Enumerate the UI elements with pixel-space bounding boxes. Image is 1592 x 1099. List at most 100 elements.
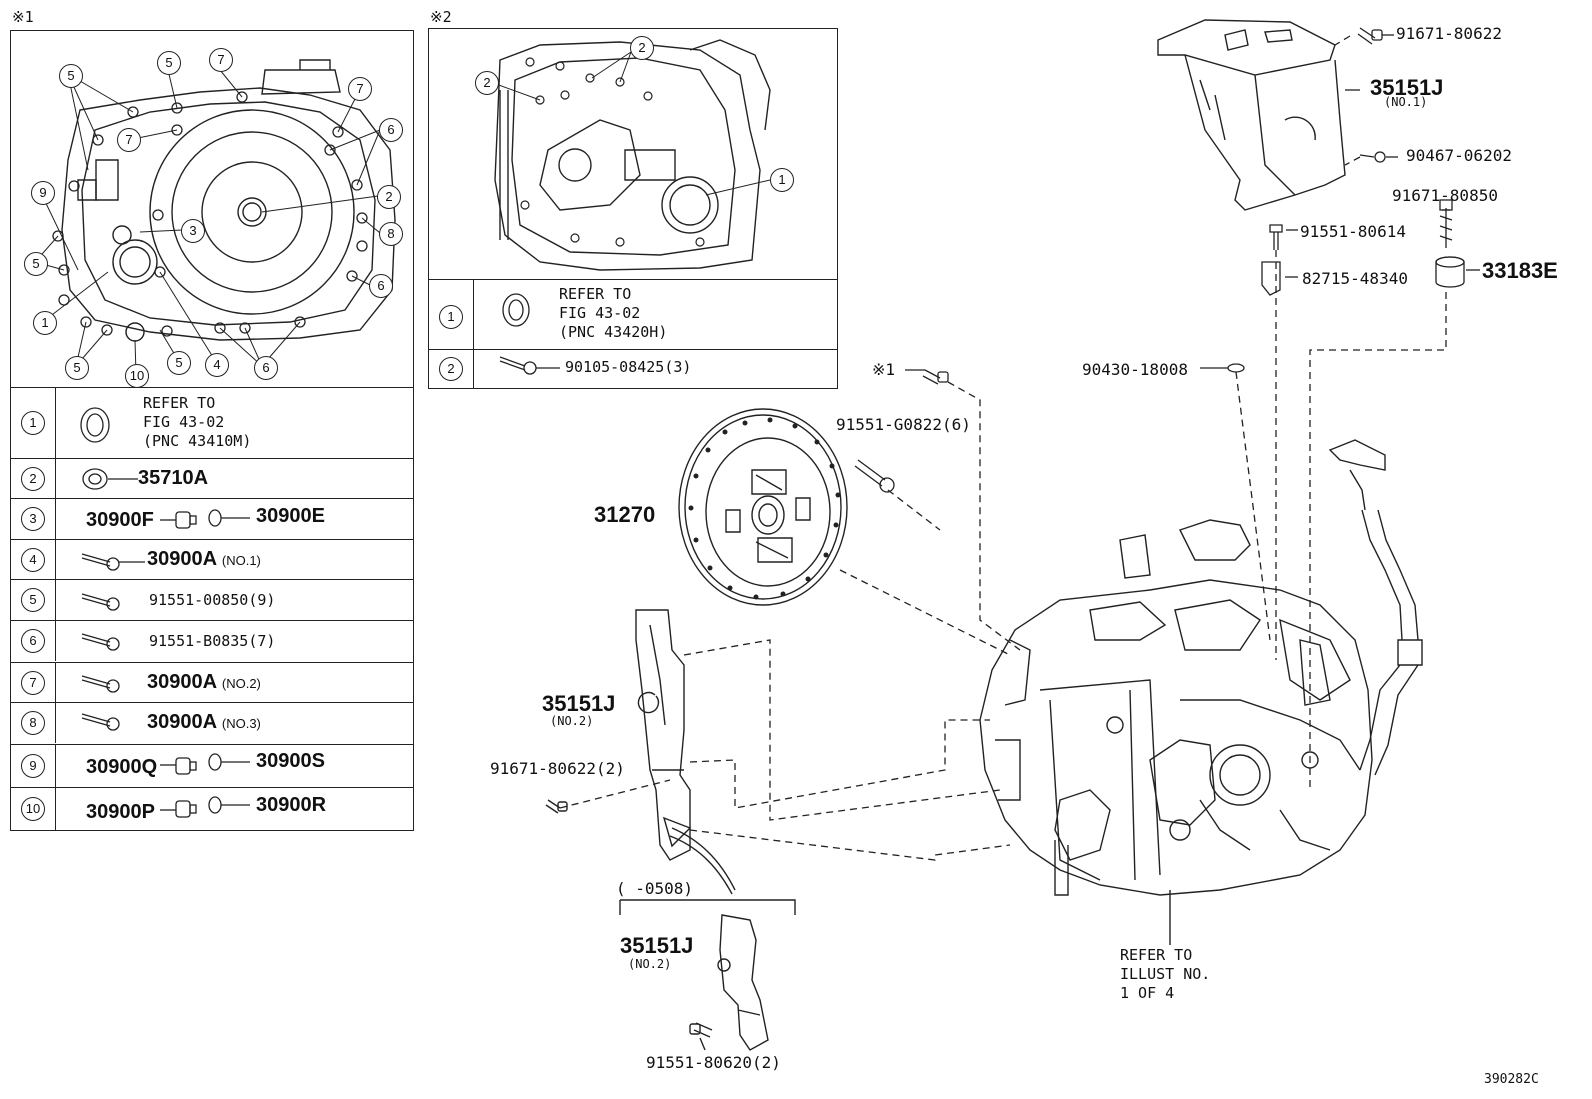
inset2-bolts: [520, 57, 705, 247]
inset1-frame: 5 5 7 7 7 6 2 9 3 8 5 6 1 5 10 5 4 6 1 R…: [10, 30, 414, 831]
inset1-row-9: 9 30900Q 30900S: [11, 744, 413, 787]
row-text: 30900A: [147, 548, 217, 570]
label-90467-06202: 90467-06202: [1406, 146, 1512, 165]
row-num: 2: [21, 467, 45, 491]
inset1-row-10: 10 30900P 30900R: [11, 787, 413, 830]
row-text: 90105-08425(3): [565, 358, 692, 376]
inset1-row-icons: [80, 407, 250, 818]
inset2-frame: 2 2 1 1 REFER TO FIG 43-02 (PNC 43420H) …: [428, 28, 838, 389]
inset1-row-6: 6 91551-B0835(7): [11, 620, 413, 661]
row-num: 10: [21, 797, 45, 821]
row-text-2: 30900E: [256, 505, 325, 527]
row-num: 7: [21, 671, 45, 695]
inset1-callout: 5: [65, 356, 89, 380]
row-num: 5: [21, 588, 45, 612]
disc-bolt: [854, 459, 895, 493]
label-no1: (NO.1): [1384, 95, 1428, 109]
inset1-callout: 5: [157, 51, 181, 75]
inset2-callout: 2: [475, 71, 499, 95]
row-num: 1: [21, 411, 45, 435]
row-text: REFER TO FIG 43-02 (PNC 43420H): [559, 285, 668, 341]
row-text: 30900F: [86, 509, 154, 531]
row-text-2: 30900S: [256, 750, 325, 772]
inset1-callout: 5: [24, 252, 48, 276]
label-91551-G0822: 91551-G0822(6): [836, 415, 971, 434]
inset1-callout: 7: [348, 77, 372, 101]
refer-illust-note: REFER TO ILLUST NO. 1 OF 4: [1120, 946, 1211, 1002]
inset1-callout: 1: [33, 311, 57, 335]
inset1-leader-lines: [34, 69, 381, 375]
label-82715-48340: 82715-48340: [1302, 269, 1408, 288]
label-91671-80850: 91671-80850: [1392, 186, 1498, 205]
row-num: 4: [21, 548, 45, 572]
inset1-callout: 2: [377, 185, 401, 209]
label-91671-80622: 91671-80622: [1396, 24, 1502, 43]
transaxle-assembly-drawing: [979, 519, 1373, 945]
inset1-row-1: 1 REFER TO FIG 43-02 (PNC 43410M): [11, 387, 413, 458]
inset2-callout: 2: [630, 36, 654, 60]
label-mark1: ※1: [872, 360, 896, 379]
inset1-callout: 7: [117, 128, 141, 152]
inset1-callout: 7: [209, 48, 233, 72]
inset2-callout: 1: [770, 168, 794, 192]
row-suffix: (NO.2): [221, 676, 261, 691]
row-num: 1: [439, 305, 463, 329]
row-text: 30900A: [147, 671, 217, 693]
inset1-callout: 6: [369, 274, 393, 298]
plate-no2-drawing: [545, 609, 691, 861]
clutch-disc-holes: [688, 417, 841, 600]
inset2-mark: ※2: [430, 8, 452, 26]
row-num: 3: [21, 507, 45, 531]
inset1-callout: 9: [31, 181, 55, 205]
inset2-row-icons: [499, 293, 560, 375]
inset2-row-2: 2 90105-08425(3): [429, 349, 837, 388]
inset2-row-1: 1 REFER TO FIG 43-02 (PNC 43420H): [429, 279, 837, 350]
inset1-row-4: 4 30900A (NO.1): [11, 539, 413, 580]
variant-arrow: [619, 816, 796, 915]
inset1-callout: 5: [167, 351, 191, 375]
inset1-callout: 4: [205, 353, 229, 377]
inset1-callout: 10: [125, 364, 149, 388]
label-no2: (NO.2): [550, 714, 594, 728]
inset1-callout: 5: [59, 64, 83, 88]
row-suffix: (NO.3): [221, 716, 261, 731]
inset1-row-7: 7 30900A (NO.2): [11, 662, 413, 703]
row-text: 91551-00850(9): [149, 591, 276, 609]
figure-code: 390282C: [1484, 1072, 1539, 1087]
inset1-mark: ※1: [12, 8, 34, 26]
inset1-bolts: [52, 91, 368, 337]
clutch-disc-drawing: [678, 408, 848, 606]
row-text: 91551-B0835(7): [149, 632, 276, 650]
row-text: 30900P: [86, 801, 155, 823]
row-num: 8: [21, 711, 45, 735]
inset1-callout: 6: [254, 356, 278, 380]
label-91551-80614: 91551-80614: [1300, 222, 1406, 241]
label-date-range: ( -0508): [616, 879, 694, 898]
wiring-harness-drawing: [1328, 439, 1423, 776]
row-num: 9: [21, 754, 45, 778]
row-suffix: (NO.1): [221, 553, 261, 568]
label-91551-80620: 91551-80620(2): [646, 1053, 781, 1072]
row-text: 30900Q: [86, 756, 158, 778]
label-35151J-no2: 35151J: [542, 691, 616, 716]
dashed-guide-lines: [559, 35, 1447, 861]
row-text: 30900A: [147, 711, 217, 733]
inset1-row-5: 5 91551-00850(9): [11, 579, 413, 620]
row-text: 35710A: [138, 467, 209, 489]
plate-no2-variant-drawing: [689, 914, 769, 1051]
row-num: 2: [439, 357, 463, 381]
inset1-callout: 6: [379, 118, 403, 142]
inset2-leader-lines: [495, 51, 771, 196]
bracket-no1-drawing: [1157, 19, 1346, 211]
inset1-callout: 3: [181, 219, 205, 243]
row-num: 6: [21, 629, 45, 653]
label-31270: 31270: [594, 502, 656, 527]
label-no2-variant: (NO.2): [628, 957, 672, 971]
label-33183E: 33183E: [1482, 258, 1558, 283]
inset1-row-3: 3 30900F 30900E: [11, 498, 413, 539]
label-35151J-no1: 35151J: [1370, 75, 1444, 100]
inset1-callout: 8: [379, 222, 403, 246]
inset1-row-8: 8 30900A (NO.3): [11, 702, 413, 743]
upper-right-fasteners: [905, 27, 1480, 385]
